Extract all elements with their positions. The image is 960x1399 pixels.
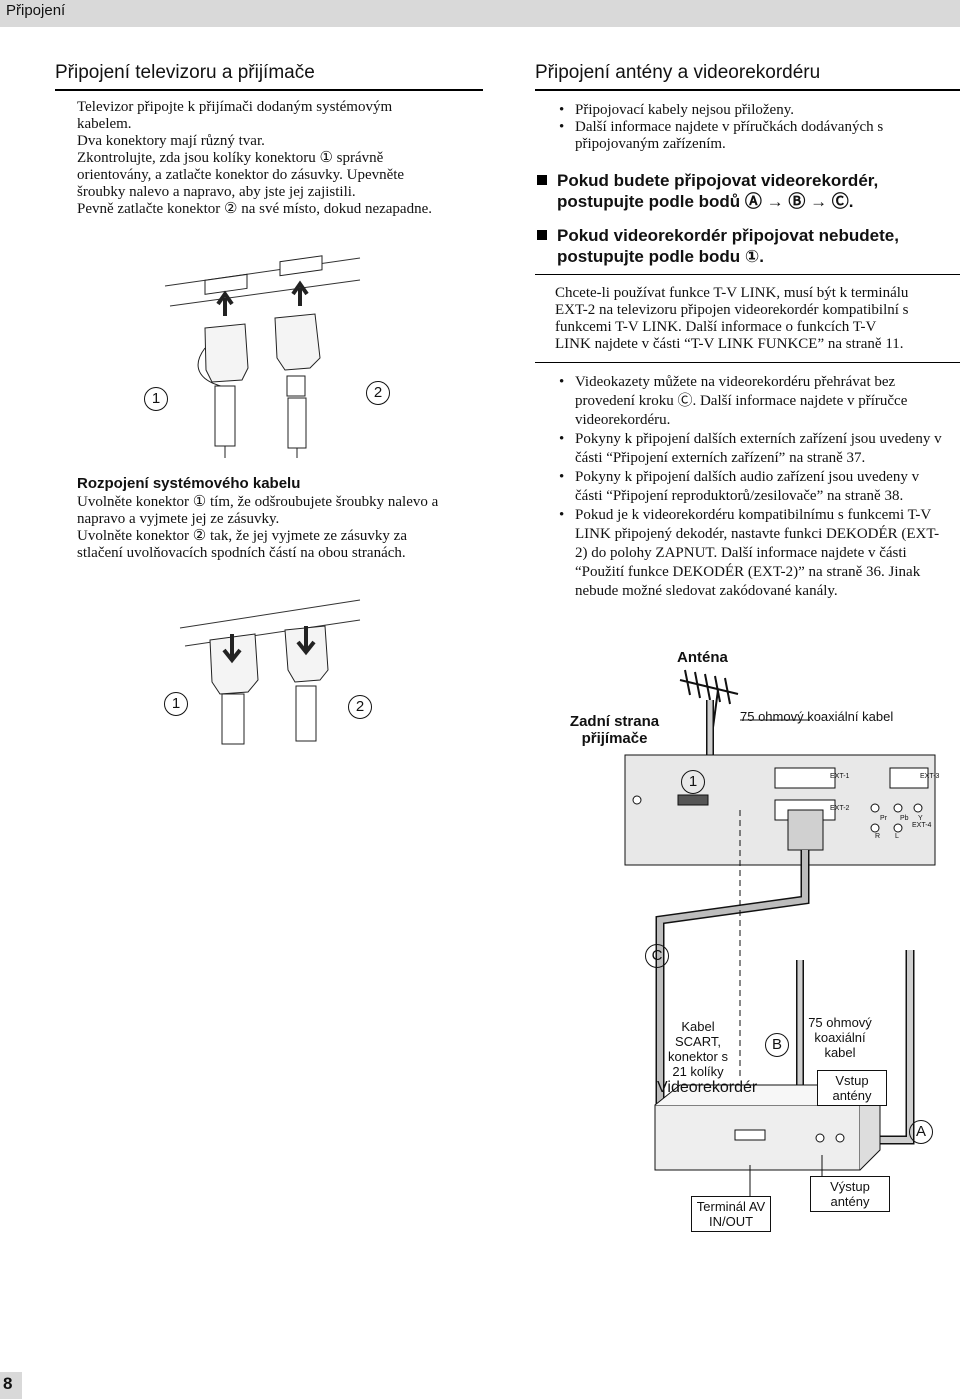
panel-ext3-label: EXT-3 (920, 773, 940, 780)
disconnect-line: Uvolněte konektor ① tím, že odšroubujete… (77, 494, 439, 510)
info-bullet: Videokazety můžete na videorekordéru pře… (555, 373, 950, 430)
panel-l-label: L (895, 833, 899, 840)
info-bullet: Pokyny k připojení dalších externích zař… (555, 430, 950, 468)
disconnect-paragraph: Uvolněte konektor ① tím, že odšroubujete… (77, 494, 438, 562)
disconnect-heading: Rozpojení systémového kabelu (77, 475, 301, 492)
connection-diagram (624, 669, 936, 1200)
coax-bottom-label: 75 ohmový koaxiální kabel (808, 1015, 872, 1060)
diagram-label-b: B (765, 1033, 789, 1057)
right-title-rule (535, 89, 960, 91)
tlink-line: Chcete-li používat funkce T-V LINK, musí… (555, 285, 909, 301)
tlink-line: LINK najdete v části “T-V LINK FUNKCE” n… (555, 336, 904, 352)
left-section-title: Připojení televizoru a přijímače (55, 62, 315, 83)
scart-cable-label: Kabel SCART, konektor s 21 kolíky (668, 1019, 728, 1079)
disconnect-line: Uvolněte konektor ② tak, že jej vyjmete … (77, 528, 407, 544)
note-item: Připojovací kabely nejsou přiloženy. (555, 102, 945, 119)
page-number-tab: 8 (0, 1372, 22, 1399)
tlink-line: funkcemi T-V LINK. Další informace o fun… (555, 319, 877, 335)
info-bullets: Videokazety můžete na videorekordéru pře… (555, 373, 950, 601)
diagram-label-a: A (909, 1120, 933, 1144)
coax-top-label: 75 ohmový koaxiální kabel (740, 709, 894, 724)
square-bullet-icon (537, 230, 547, 240)
info-bullet: Pokyny k připojení dalších audio zařízen… (555, 468, 950, 506)
intro-line: Pevně zatlačte konektor ② na své místo, … (77, 201, 432, 217)
antenna-label: Anténa (677, 649, 728, 666)
vcr-label: Videorekordér (657, 1079, 758, 1096)
panel-ext1-label: EXT-1 (830, 773, 850, 780)
figure1-label-1: 1 (144, 387, 168, 411)
panel-r-label: R (875, 833, 881, 840)
intro-line: šroubky nalevo a napravo, aby jste jej z… (77, 184, 356, 200)
panel-ext2-label: EXT-2 (830, 805, 850, 812)
right-section-title: Připojení antény a videorekordéru (535, 62, 821, 83)
heading-no-vcr: Pokud videorekordér připojovat nebudete,… (535, 225, 960, 267)
intro-line: orientovány, a zatlačte konektor do zásu… (77, 167, 405, 183)
connector-figure-1 (164, 255, 361, 458)
panel-ext4-label: EXT-4 (912, 822, 932, 829)
intro-line: Dva konektory mají různý tvar. (77, 133, 265, 149)
rear-panel-label: Zadní strana přijímače (569, 713, 660, 747)
tlink-paragraph: Chcete-li používat funkce T-V LINK, musí… (555, 285, 909, 353)
antenna-out-label: Výstup antény (810, 1176, 890, 1212)
intro-line: kabelem. (77, 116, 132, 132)
figure2-label-1: 1 (164, 692, 188, 716)
connector-figure-2 (179, 599, 361, 745)
diagram-label-1: 1 (681, 770, 705, 794)
disconnect-line: stlačení uvolňovacích spodních částí na … (77, 545, 406, 561)
figure2-label-2: 2 (348, 695, 372, 719)
panel-pr-label: Pr (880, 815, 887, 822)
header-bar (0, 0, 960, 27)
panel-y-label: Y (918, 815, 923, 822)
av-terminal-label: Terminál AV IN/OUT (691, 1196, 771, 1232)
figure1-label-2: 2 (366, 381, 390, 405)
notes-list: Připojovací kabely nejsou přiloženy. Dal… (555, 102, 945, 153)
panel-pb-label: Pb (900, 815, 909, 822)
note-item: Další informace najdete v příručkách dod… (555, 119, 945, 153)
tlink-bottom-rule (535, 362, 960, 363)
intro-line: Zkontrolujte, zda jsou kolíky konektoru … (77, 150, 384, 166)
info-bullet: Pokud je k videorekordéru kompatibilnímu… (555, 506, 950, 601)
intro-line: Televizor připojte k přijímači dodaným s… (77, 99, 393, 115)
tlink-line: EXT-2 na televizoru připojen videorekord… (555, 302, 909, 318)
tlink-top-rule (535, 274, 960, 275)
page-number: 8 (3, 1374, 13, 1393)
diagram-label-c: C (645, 944, 669, 968)
disconnect-line: napravo a vyjmete jej ze zásuvky. (77, 511, 280, 527)
heading-vcr: Pokud budete připojovat videorekordér, p… (535, 170, 960, 212)
antenna-in-label: Vstup antény (817, 1070, 887, 1106)
left-intro-paragraph: Televizor připojte k přijímači dodaným s… (77, 99, 432, 218)
square-bullet-icon (537, 175, 547, 185)
header-section-title: Připojení (6, 2, 66, 19)
left-title-rule (55, 89, 483, 91)
